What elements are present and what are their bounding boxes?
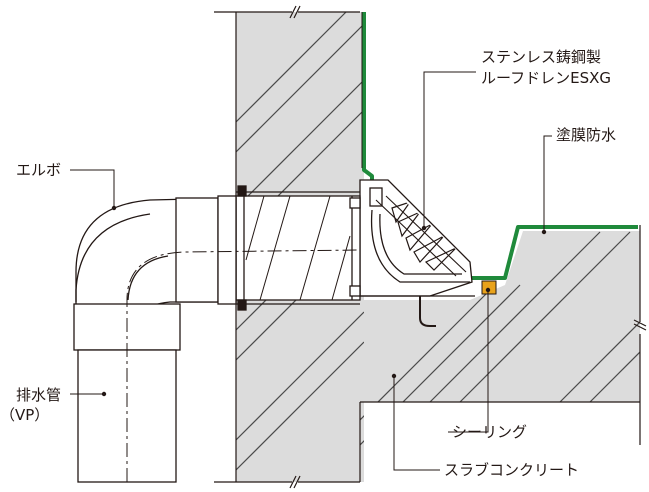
label-elbow: エルボ: [16, 161, 61, 179]
label-waterproofing: 塗膜防水: [556, 126, 616, 144]
break-mark-right: [633, 225, 647, 445]
strainer-grate: [375, 195, 467, 277]
horizontal-drain-pipe: [235, 185, 361, 311]
label-roof-drain-line1: ステンレス鋳鋼製: [481, 48, 601, 66]
break-mark-bottom: [214, 475, 360, 489]
label-slab-concrete: スラブコンクリート: [444, 461, 579, 479]
elbow-fitting: [73, 195, 237, 351]
label-roof-drain-line2: ルーフドレンESXG: [481, 69, 611, 87]
leader-dots: [101, 205, 547, 397]
sealing-material: [481, 280, 497, 295]
leader-lines: [70, 71, 552, 471]
label-drain-pipe: 排水管: [16, 386, 61, 404]
label-drain-pipe-type: （VP）: [0, 406, 49, 424]
label-sealing: シーリング: [452, 423, 527, 441]
pipe-centerline: [126, 249, 361, 482]
break-mark-top: [214, 5, 360, 19]
